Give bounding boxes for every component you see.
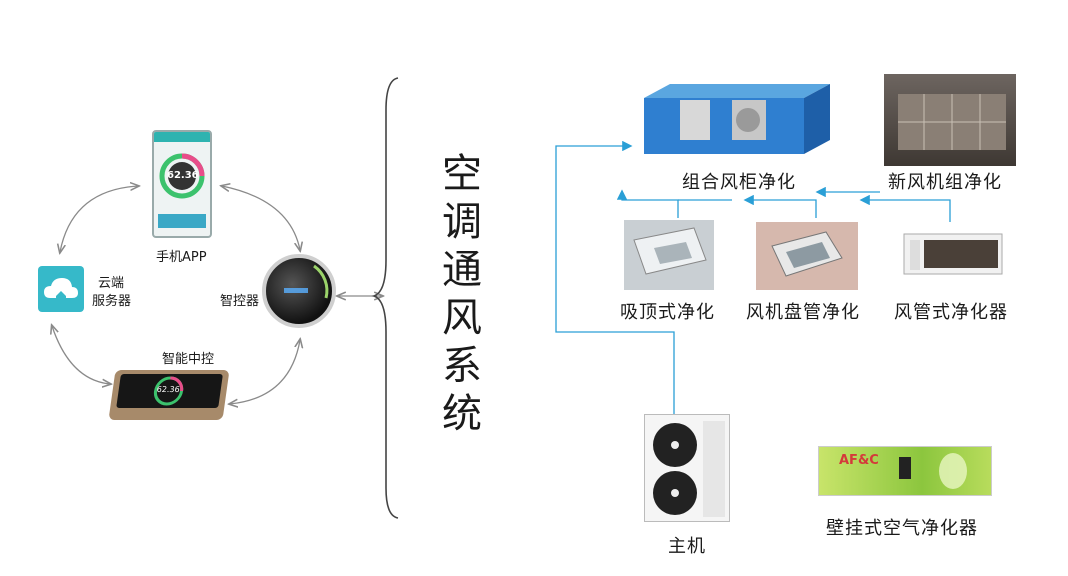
phone-label: 手机APP xyxy=(156,250,207,265)
leaf-icon xyxy=(939,453,967,489)
title-char: 统 xyxy=(442,391,482,437)
filter-grid-icon xyxy=(898,94,1006,150)
panel-gauge-icon xyxy=(153,376,184,406)
title-char: 风 xyxy=(442,295,482,341)
arrow-cloud-phone xyxy=(60,186,138,252)
flow-duct xyxy=(859,194,951,222)
controller-label: 智控器 xyxy=(220,294,260,309)
duct-image xyxy=(900,224,1006,284)
controller-image xyxy=(262,254,336,328)
flow-fancoil xyxy=(743,194,817,218)
system-title: 空 调 通 风 系 统 xyxy=(436,150,488,438)
gauge-icon xyxy=(159,153,205,199)
title-char: 通 xyxy=(442,247,482,293)
panel-label: 智能中控 xyxy=(162,352,215,367)
ceiling-label: 吸顶式净化 xyxy=(620,302,715,323)
arrow-controller-panel xyxy=(230,340,300,404)
ahu-image xyxy=(640,78,832,160)
outdoor-label: 主机 xyxy=(668,536,706,557)
title-char: 调 xyxy=(442,199,482,245)
cloud-label-1: 云端 xyxy=(98,276,125,291)
title-char: 空 xyxy=(442,151,482,197)
fan-coil-icon xyxy=(771,231,843,277)
cloud-label-2: 服务器 xyxy=(92,294,132,309)
flow-ceiling xyxy=(616,189,679,218)
duct-label: 风管式净化器 xyxy=(894,302,1008,323)
controller-ring-icon xyxy=(284,264,329,299)
flow-outdoor-up xyxy=(555,140,675,414)
outdoor-unit-image xyxy=(644,414,730,522)
fan-coil-label: 风机盘管净化 xyxy=(746,302,860,323)
fresh-air-label: 新风机组净化 xyxy=(888,172,1002,193)
phone-app-image: 62.36 xyxy=(152,130,212,238)
cloud-icon xyxy=(44,278,78,302)
wall-brand: AF&C xyxy=(839,453,879,468)
wall-label: 壁挂式空气净化器 xyxy=(826,518,978,539)
cloud-server-image xyxy=(38,266,84,312)
central-panel-image: 62.36 xyxy=(108,370,230,420)
fan-icon xyxy=(653,421,725,517)
ceiling-unit-icon xyxy=(633,227,707,275)
title-char: 系 xyxy=(442,343,482,389)
ceiling-image xyxy=(624,220,714,290)
panel-reading: 62.36 xyxy=(156,385,181,394)
arrow-phone-controller xyxy=(222,186,300,250)
phone-reading: 62.36 xyxy=(167,170,199,181)
ahu-label: 组合风柜净化 xyxy=(682,172,796,193)
arrow-cloud-panel xyxy=(52,326,110,384)
brace xyxy=(371,77,399,519)
wall-purifier-image: AF&C xyxy=(818,446,992,496)
fresh-air-image xyxy=(884,74,1016,166)
ahu-cabinet-icon xyxy=(644,84,830,154)
fan-coil-image xyxy=(756,222,858,290)
duct-unit-icon xyxy=(903,233,1003,275)
